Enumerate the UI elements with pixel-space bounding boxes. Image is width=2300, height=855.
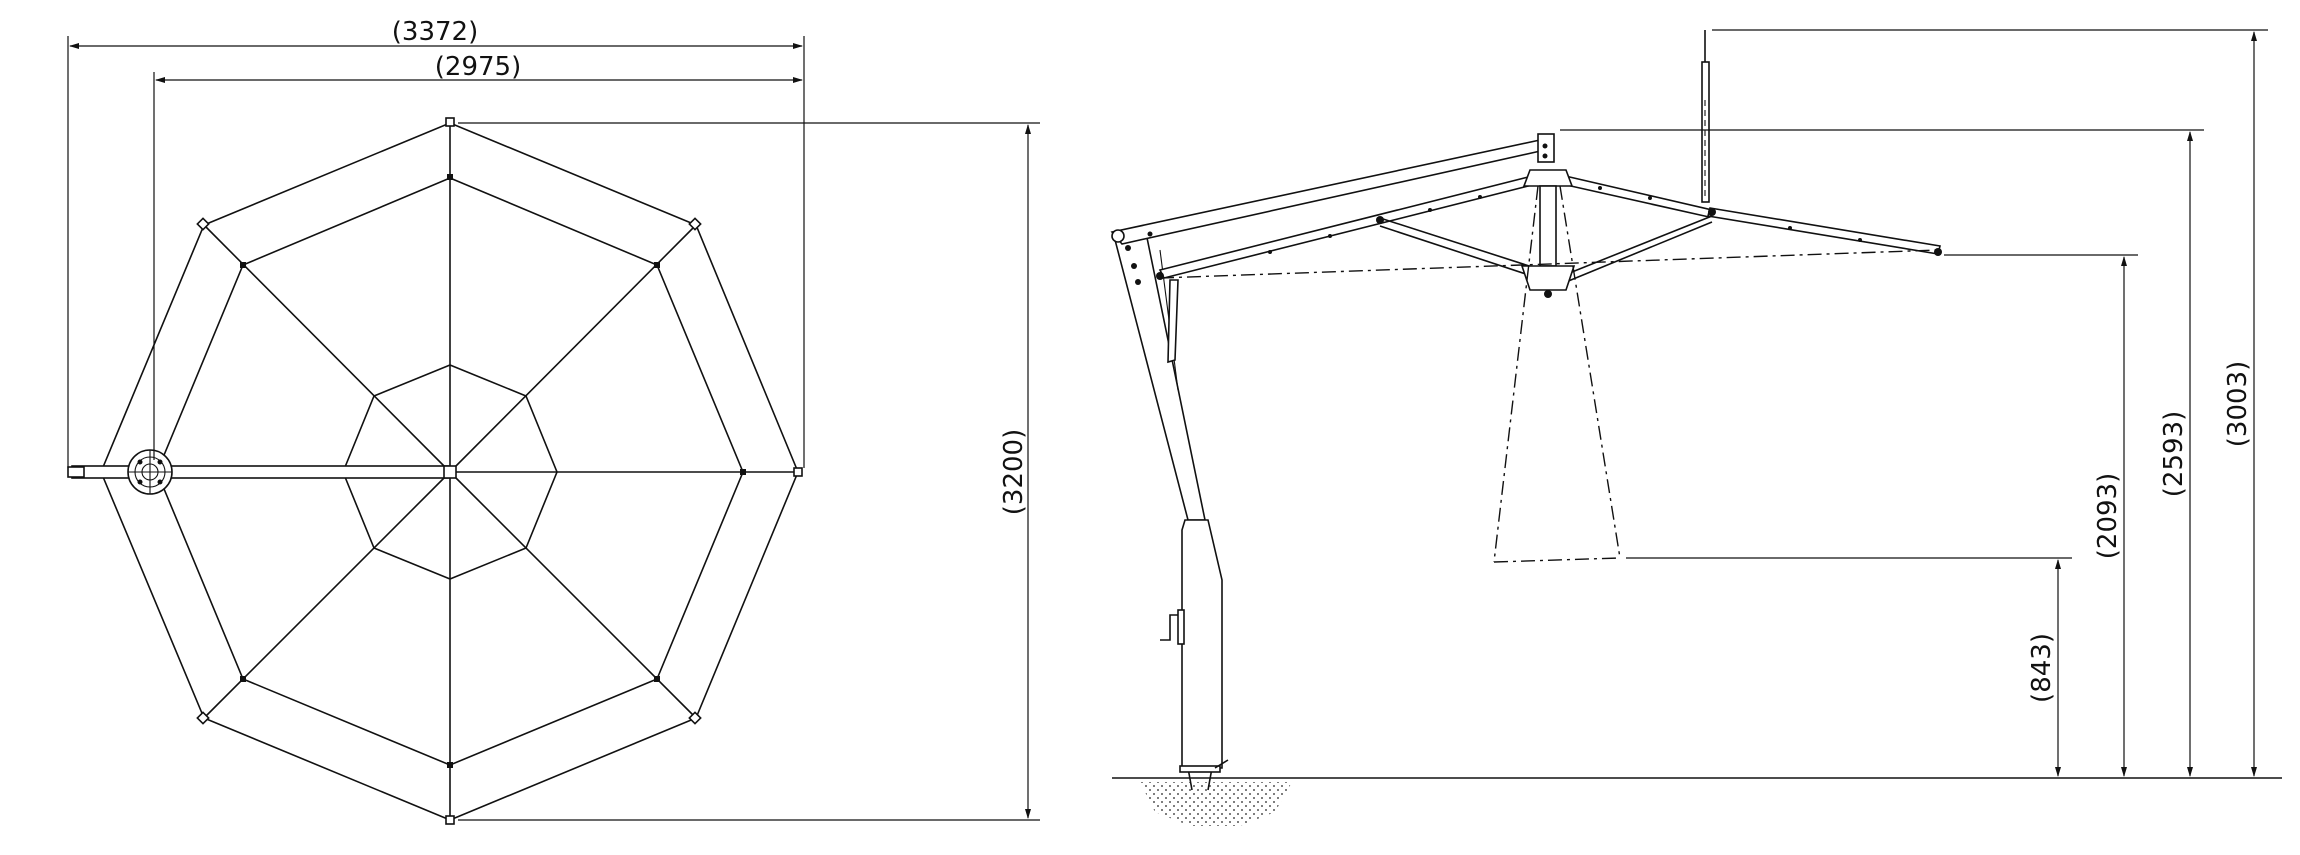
arm-brace (1167, 279, 1179, 364)
dimension-overall-width (67, 36, 805, 468)
dimension-depth (458, 122, 1040, 821)
dim-label-light-bottom: (843) (2027, 633, 2057, 703)
top-view: (3372) (2975) (3200) (67, 17, 1040, 825)
dim-label-canopy-edge: (2093) (2093, 473, 2123, 559)
dim-label-depth: (3200) (999, 429, 1029, 515)
side-view: (3003) (2593) (2093) (843) (1110, 29, 2282, 826)
dim-label-canopy-width: (2975) (435, 52, 521, 82)
dim-label-canopy-top: (2593) (2159, 411, 2189, 497)
dim-label-overall-width: (3372) (392, 17, 478, 47)
ground-soil (1140, 782, 1292, 826)
rib-tips (196, 117, 803, 825)
mast (1113, 227, 1229, 791)
light-cone (1493, 185, 1621, 563)
support-arm-top (67, 465, 457, 479)
canopy-edge-line (1159, 249, 1939, 279)
upper-arm (1110, 133, 1555, 245)
side-extension-lines (1560, 29, 2268, 559)
dimension-canopy-width (153, 72, 803, 460)
dim-label-total-height: (3003) (2223, 361, 2253, 447)
base-plate-top (127, 449, 173, 495)
top-pole (1701, 30, 1710, 203)
canopy-side (1156, 169, 1942, 298)
